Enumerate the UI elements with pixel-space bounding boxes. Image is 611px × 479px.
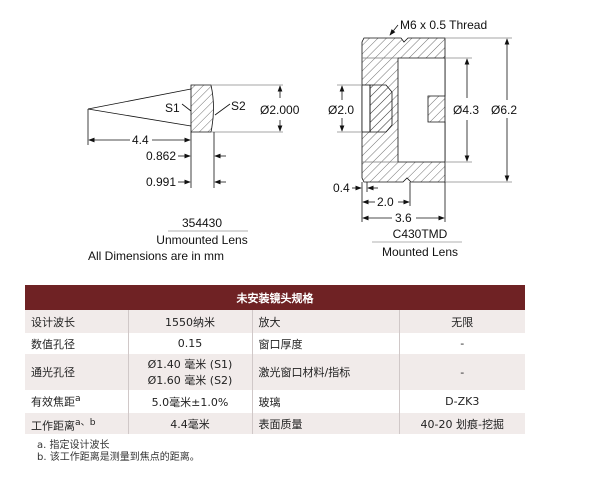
table-row: 工作距离a、b 4.4毫米 表面质量 40-20 划痕-挖掘: [25, 413, 525, 434]
footnotes: a. 指定设计波长 b. 该工作距离是测量到焦点的距离。: [37, 440, 200, 464]
spec-label: 通光孔径: [25, 354, 129, 390]
footnote-ref: a: [75, 393, 81, 405]
footnote-a: a. 指定设计波长: [37, 440, 110, 451]
table-row: 设计波长 1550纳米 放大 无限: [25, 310, 525, 333]
spec-value: 4.4毫米: [128, 413, 253, 434]
footnote-ref: a、b: [75, 416, 96, 428]
spec-label-text: 有效焦距: [31, 395, 75, 409]
unmounted-part-number: 354430: [182, 216, 222, 230]
dim-working-distance: 4.4: [132, 133, 149, 147]
dim-bore-diameter: Ø4.3: [453, 103, 479, 117]
clear-aperture-s1: Ø1.40 毫米 (S1): [147, 358, 233, 371]
thread-label: M6 x 0.5 Thread: [400, 18, 487, 32]
spec-label: 玻璃: [252, 390, 400, 413]
spec-value: 5.0毫米±1.0%: [128, 390, 253, 413]
technical-drawing: S1 S2 Ø2.000 4.4 0.862 0.991 354430 Unmo…: [87, 18, 517, 263]
spec-label: 数值孔径: [25, 333, 129, 354]
unmounted-caption: Unmounted Lens: [156, 233, 247, 247]
spec-value: -: [399, 354, 525, 390]
dim-0-4: 0.4: [333, 181, 350, 195]
spec-label: 激光窗口材料/指标: [252, 354, 400, 390]
spec-value: 无限: [399, 310, 525, 333]
table-row: 通光孔径 Ø1.40 毫米 (S1) Ø1.60 毫米 (S2) 激光窗口材料/指…: [25, 354, 525, 390]
dim-center-thickness-2: 0.991: [146, 175, 176, 189]
spec-label-text: 工作距离: [31, 419, 75, 433]
spec-value: 40-20 划痕-挖掘: [399, 413, 525, 434]
dim-diameter: Ø2.000: [260, 103, 300, 117]
dim-2-0: 2.0: [377, 195, 394, 209]
spec-label: 放大: [252, 310, 400, 333]
specs-table: 未安装镜头规格 设计波长 1550纳米 放大 无限 数值孔径 0.15 窗口厚度…: [25, 285, 525, 434]
table-row: 数值孔径 0.15 窗口厚度 -: [25, 333, 525, 354]
dim-center-thickness-1: 0.862: [146, 149, 176, 163]
spec-label: 工作距离a、b: [25, 413, 129, 434]
clear-aperture-s2: Ø1.60 毫米 (S2): [147, 374, 233, 387]
dim-aperture-diameter: Ø2.0: [328, 103, 354, 117]
dim-3-6: 3.6: [395, 211, 412, 225]
table-row: 有效焦距a 5.0毫米±1.0% 玻璃 D-ZK3: [25, 390, 525, 413]
label-s1: S1: [165, 101, 180, 115]
label-s2: S2: [231, 99, 246, 113]
mounted-lens-drawing: [337, 24, 512, 243]
mounted-part-number: C430TMD: [393, 227, 448, 241]
spec-value: D-ZK3: [399, 390, 525, 413]
spec-label: 有效焦距a: [25, 390, 129, 413]
spec-value: 1550纳米: [128, 310, 253, 333]
spec-label: 表面质量: [252, 413, 400, 434]
spec-value: -: [399, 333, 525, 354]
dim-outer-diameter: Ø6.2: [491, 103, 517, 117]
spec-value: Ø1.40 毫米 (S1) Ø1.60 毫米 (S2): [128, 354, 253, 390]
mounted-caption: Mounted Lens: [382, 245, 458, 259]
spec-label: 窗口厚度: [252, 333, 400, 354]
units-note: All Dimensions are in mm: [88, 249, 224, 263]
footnote-b: b. 该工作距离是测量到焦点的距离。: [37, 452, 200, 463]
table-title: 未安装镜头规格: [25, 285, 525, 310]
spec-label: 设计波长: [25, 310, 129, 333]
spec-value: 0.15: [128, 333, 253, 354]
unmounted-lens-drawing: [87, 84, 283, 232]
